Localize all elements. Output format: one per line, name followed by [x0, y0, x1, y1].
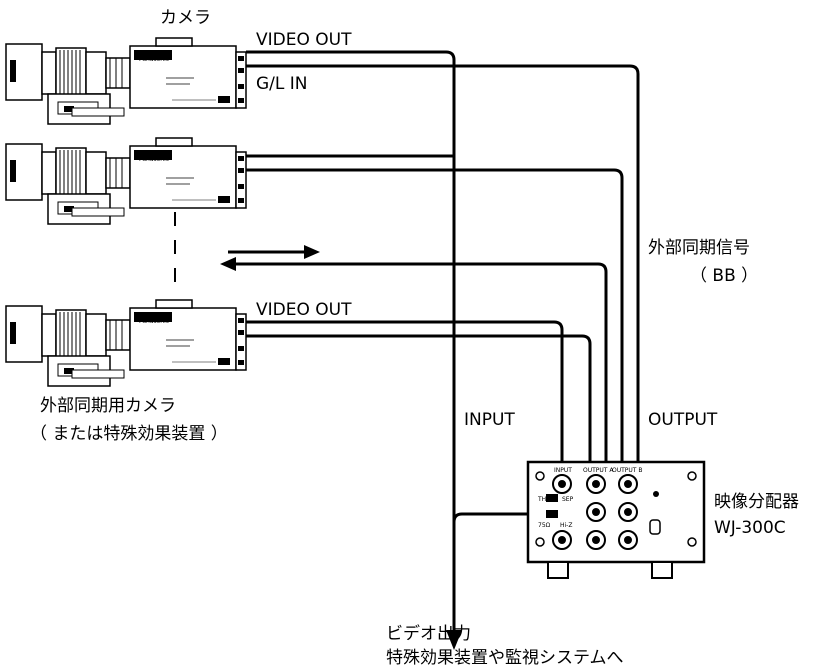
cable-loop-through	[452, 512, 554, 523]
panel-75ohm-label: 75Ω	[538, 522, 551, 529]
distributor-model-label: WJ-300C	[714, 518, 786, 538]
cable-video-out-main	[246, 50, 456, 630]
gl-in-label: G/L IN	[256, 74, 308, 94]
bb-label: （ BB ）	[690, 266, 759, 286]
camera-brand-3: Panasonic	[139, 318, 169, 325]
panel-sep-label: SEP	[562, 496, 574, 503]
ext-sync-signal-label: 外部同期信号	[648, 238, 750, 258]
camera-ext-sync	[5, 299, 247, 387]
arrow-left-icon	[220, 257, 236, 271]
input-label: INPUT	[464, 410, 515, 430]
camera-middle	[5, 137, 247, 225]
video-out-label-top: VIDEO OUT	[256, 30, 352, 50]
distributor-name-label: 映像分配器	[714, 492, 799, 512]
arrow-right-icon	[304, 245, 320, 259]
camera-top	[5, 37, 247, 125]
panel-thr-label: THR	[537, 496, 550, 503]
video-out-label-bottom: VIDEO OUT	[256, 300, 352, 320]
cable-sync-camera1	[246, 64, 640, 480]
video-output-label: ビデオ出力	[386, 624, 471, 644]
cable-sync-camera2	[246, 168, 624, 480]
arrow-down-icon	[446, 630, 462, 650]
panel-hiz-label: Hi-Z	[560, 522, 572, 529]
camera-brand-1: Panasonic	[139, 56, 169, 63]
panel-output-b-label: OUTPUT B	[612, 467, 642, 474]
cable-video-out-cam3	[246, 320, 564, 480]
video-output-dest-label: 特殊効果装置や監視システムへ	[386, 648, 624, 668]
cable-sync-camera3	[246, 334, 592, 480]
panel-input-label: INPUT	[554, 467, 572, 474]
camera-label: カメラ	[160, 8, 211, 28]
output-label: OUTPUT	[648, 410, 718, 430]
video-distributor	[526, 460, 706, 579]
camera-brand-2: Panasonic	[139, 156, 169, 163]
panel-output-a-label: OUTPUT A	[583, 467, 614, 474]
ext-sync-camera-label: 外部同期用カメラ	[40, 396, 176, 416]
special-effects-label: （ または特殊効果装置 ）	[30, 424, 228, 444]
cable-arrow-in	[236, 262, 608, 512]
